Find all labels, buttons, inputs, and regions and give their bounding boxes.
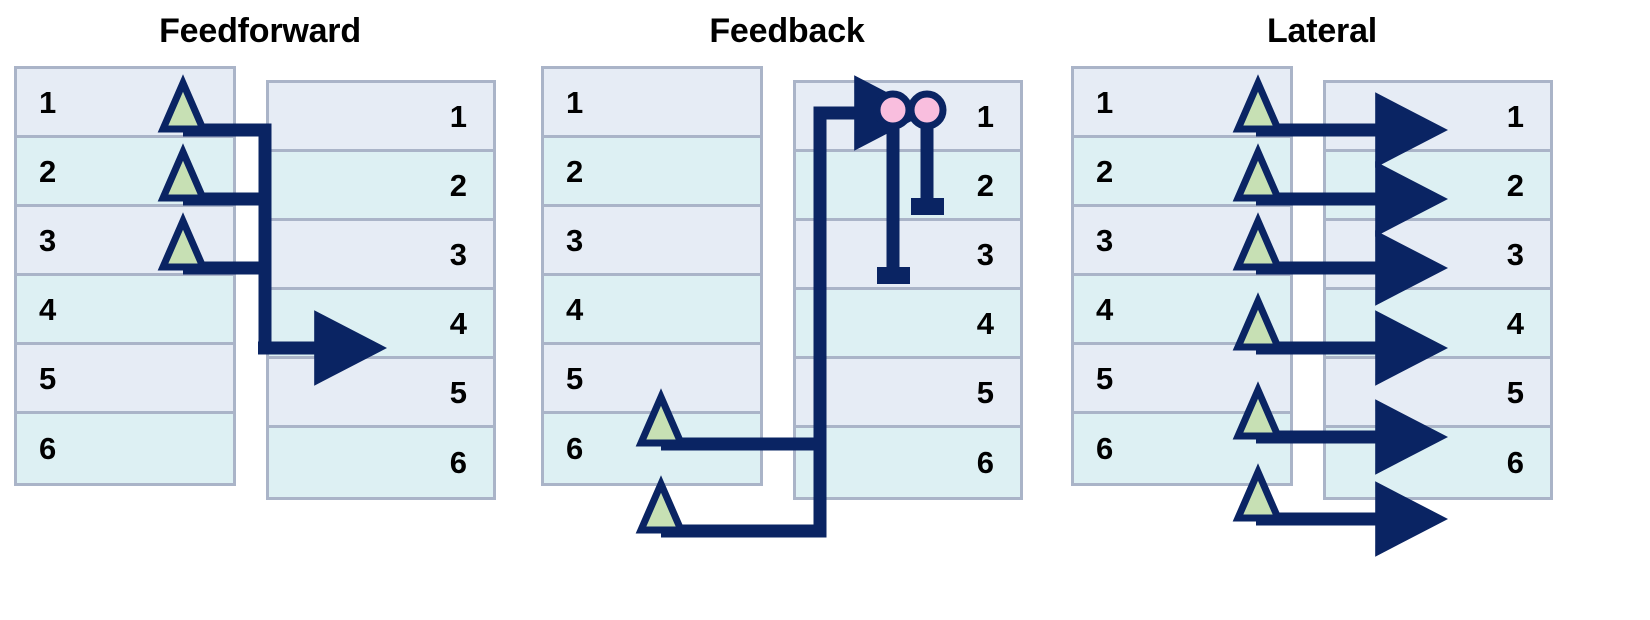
panel-feedback: Feedback [527,0,1047,620]
cell-label: 1 [1096,84,1114,120]
table-row: 1 [544,69,760,138]
cell-label: 4 [976,305,994,341]
table-row: 1 [1074,69,1290,138]
cell-label: 4 [39,291,57,327]
cell-label: 6 [1506,445,1524,480]
cell-label: 6 [449,445,467,480]
table-row: 2 [1326,152,1550,221]
table-row: 3 [17,207,233,276]
cell-label: 3 [566,222,584,258]
table-row: 3 [1326,221,1550,290]
table-row: 2 [269,152,493,221]
cell-label: 6 [566,431,584,466]
cell-label: 4 [566,291,584,327]
table-row: 6 [1326,428,1550,497]
table-row: 5 [1074,345,1290,414]
lateral-source-column: 1 2 3 4 5 6 [1071,66,1293,486]
cell-label: 1 [566,84,584,120]
table-row: 5 [544,345,760,414]
table-row: 3 [544,207,760,276]
cell-label: 5 [1096,360,1114,396]
table-row: 1 [17,69,233,138]
table-row: 3 [269,221,493,290]
cell-label: 4 [1506,305,1524,341]
table-row: 4 [796,290,1020,359]
table-row: 3 [1074,207,1290,276]
table-row: 1 [1326,83,1550,152]
feedback-target-column: 1 2 3 4 5 6 [793,80,1023,500]
cell-label: 6 [1096,431,1114,466]
cell-label: 2 [39,153,57,189]
table-row: 6 [796,428,1020,497]
cell-label: 6 [39,431,57,466]
cell-label: 2 [976,167,994,203]
cell-label: 5 [1506,374,1524,410]
table-row: 2 [1074,138,1290,207]
cell-label: 2 [449,167,467,203]
cell-label: 3 [39,222,57,258]
table-row: 6 [269,428,493,497]
table-row: 4 [1326,290,1550,359]
table-row: 6 [17,414,233,483]
table-row: 1 [269,83,493,152]
cell-label: 4 [1096,291,1114,327]
panel-title-feedforward: Feedforward [159,12,361,50]
table-row: 2 [544,138,760,207]
panel-title-lateral: Lateral [1266,12,1378,50]
cell-label: 1 [976,98,994,134]
table-row: 5 [796,359,1020,428]
cell-label: 1 [449,98,467,134]
cell-label: 1 [39,84,57,120]
feedforward-target-column: 1 2 3 4 5 6 [266,80,496,500]
cell-label: 4 [449,305,467,341]
panel-lateral: Lateral [1057,0,1637,620]
cell-label: 6 [976,445,994,480]
panel-feedforward: Feedforward [0,0,520,620]
table-row: 2 [796,152,1020,221]
table-row: 1 [796,83,1020,152]
table-row: 4 [269,290,493,359]
table-row: 5 [1326,359,1550,428]
panel-title-feedback: Feedback [709,12,865,50]
table-row: 3 [796,221,1020,290]
cell-label: 2 [1506,167,1524,203]
cell-label: 3 [1506,236,1524,272]
table-row: 4 [17,276,233,345]
table-row: 6 [544,414,760,483]
cell-label: 5 [566,360,584,396]
feedback-source-column: 1 2 3 4 5 6 [541,66,763,486]
table-row: 5 [17,345,233,414]
cell-label: 2 [566,153,584,189]
lateral-target-column: 1 2 3 4 5 6 [1323,80,1553,500]
table-row: 4 [544,276,760,345]
table-row: 2 [17,138,233,207]
cell-label: 1 [1506,98,1524,134]
cell-label: 3 [976,236,994,272]
table-row: 6 [1074,414,1290,483]
table-row: 4 [1074,276,1290,345]
table-row: 5 [269,359,493,428]
cell-label: 5 [976,374,994,410]
cell-label: 3 [1096,222,1114,258]
cell-label: 2 [1096,153,1114,189]
cell-label: 5 [449,374,467,410]
feedforward-source-column: 1 2 3 4 5 6 [14,66,236,486]
cell-label: 3 [449,236,467,272]
cell-label: 5 [39,360,57,396]
